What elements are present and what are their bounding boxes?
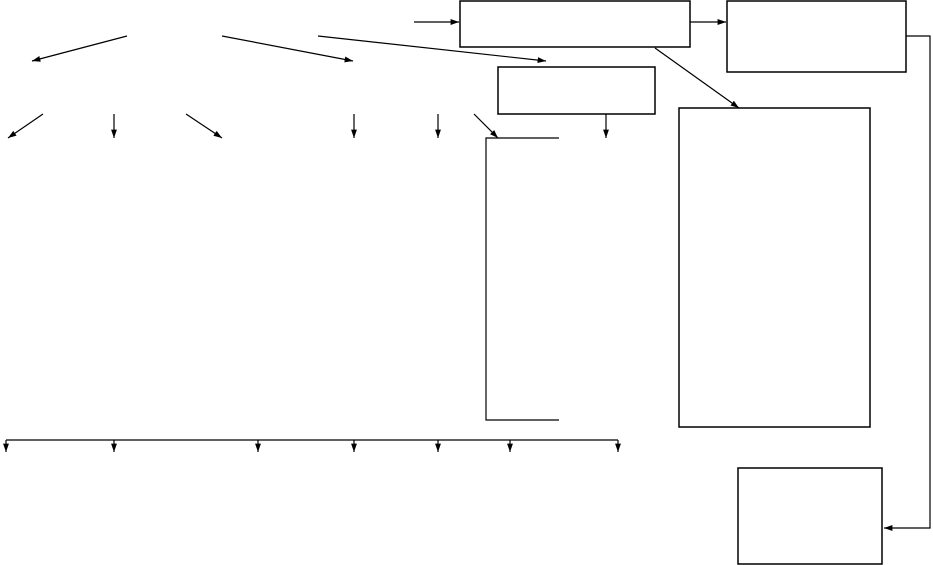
large-right-box bbox=[678, 107, 871, 428]
bracket-box bbox=[485, 137, 559, 421]
top-right-box bbox=[726, 0, 907, 73]
bottom-right-box bbox=[737, 467, 883, 565]
arrow-row2-3 bbox=[185, 113, 223, 139]
arrow-row2-1 bbox=[7, 113, 44, 139]
arrow-row2-6 bbox=[473, 113, 499, 139]
arrow-top-left-branch bbox=[31, 35, 128, 62]
top-center-box bbox=[459, 0, 691, 48]
middle-box bbox=[497, 66, 656, 115]
arrow-to-middle-box bbox=[317, 35, 547, 64]
connector-top-right-to-bottom-right bbox=[884, 35, 931, 531]
arrow-top-middle-branch bbox=[221, 35, 354, 63]
arrow-to-large-right-box bbox=[654, 47, 740, 109]
